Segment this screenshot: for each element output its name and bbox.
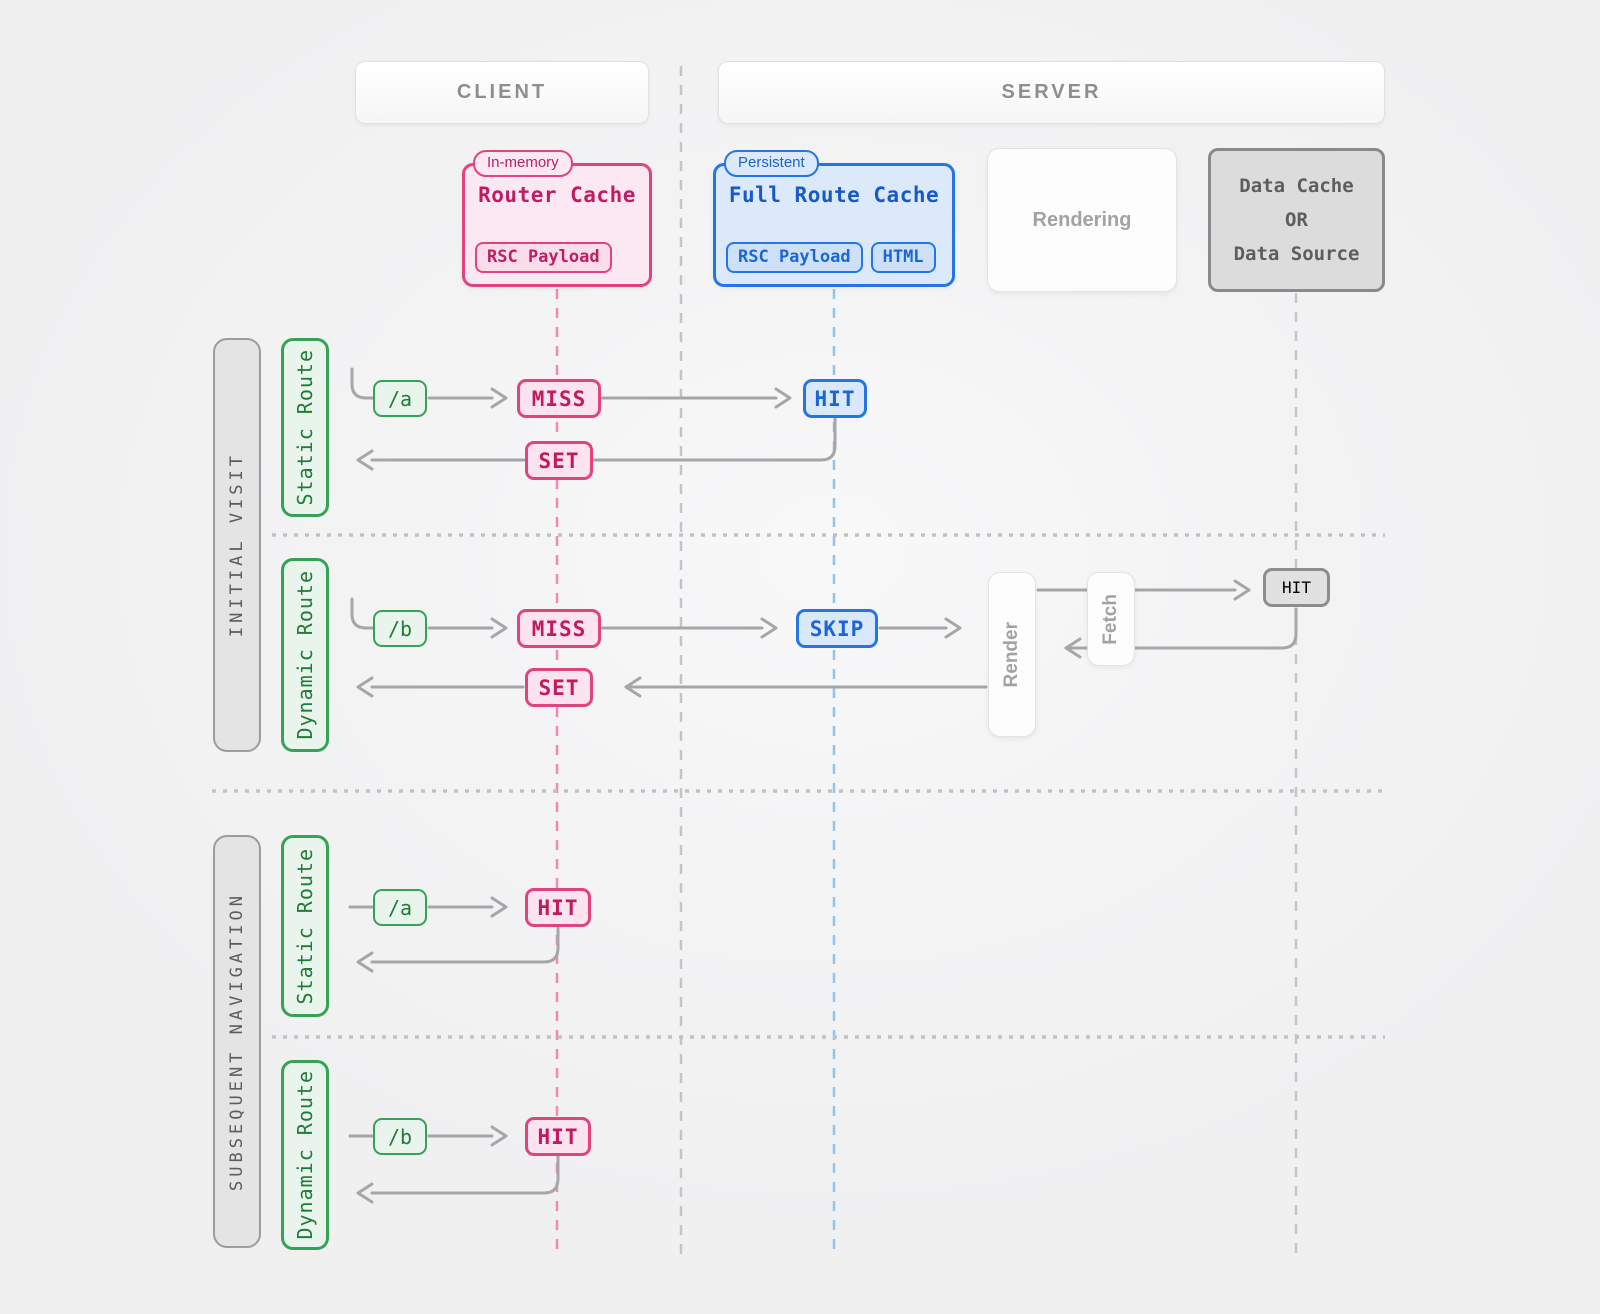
router-cache-hit-badge: HIT [525, 888, 591, 927]
miss-label: MISS [531, 616, 587, 641]
static-route-label: Static Route [293, 847, 317, 1005]
data-cache-line: OR [1285, 208, 1308, 231]
lane-initial-static-route: Static Route [281, 338, 329, 517]
dynamic-route-label: Dynamic Route [293, 570, 317, 740]
rendering-label: Rendering [1032, 208, 1132, 231]
route-b-badge: /b [373, 610, 427, 647]
data-cache-line: Data Source [1233, 243, 1360, 266]
rsc-payload-chip: RSC Payload [475, 242, 612, 273]
route-a-badge: /a [373, 889, 427, 926]
full-route-cache-skip-badge: SKIP [796, 609, 878, 648]
set-label: SET [538, 675, 580, 700]
route-b-label: /b [387, 1124, 413, 1149]
data-cache-hit-badge: HIT [1263, 568, 1330, 607]
hit-label: HIT [1282, 578, 1311, 597]
lane-initial-dynamic-route: Dynamic Route [281, 558, 329, 752]
router-cache-miss-badge: MISS [517, 609, 601, 648]
rsc-payload-chip: RSC Payload [726, 242, 863, 273]
static-route-label: Static Route [293, 349, 317, 506]
lane-subsequent-static-route: Static Route [281, 835, 329, 1017]
router-cache-set-badge: SET [525, 668, 593, 707]
data-cache-box: Data Cache OR Data Source [1208, 148, 1385, 292]
dynamic-route-label: Dynamic Route [293, 1070, 317, 1240]
lane-subsequent-dynamic-route: Dynamic Route [281, 1060, 329, 1250]
initial-visit-label: INITIAL VISIT [227, 452, 247, 638]
router-cache-hit-badge: HIT [525, 1117, 591, 1156]
hit-label: HIT [814, 386, 856, 411]
data-cache-line: Data Cache [1239, 174, 1354, 197]
fetch-box: Fetch [1087, 572, 1135, 666]
router-cache-title: Router Cache [478, 183, 636, 207]
subsequent-navigation-bar: SUBSEQUENT NAVIGATION [213, 835, 261, 1248]
initial-visit-bar: INITIAL VISIT [213, 338, 261, 752]
route-a-label: /a [387, 895, 413, 920]
skip-label: SKIP [809, 616, 865, 641]
router-cache-set-badge: SET [525, 441, 593, 480]
full-route-cache-box: Persistent Full Route Cache RSC Payload … [713, 150, 955, 287]
router-cache-miss-badge: MISS [517, 379, 601, 418]
route-a-label: /a [387, 386, 413, 411]
route-b-badge: /b [373, 1118, 427, 1155]
hit-label: HIT [537, 895, 579, 920]
set-label: SET [538, 448, 580, 473]
html-chip: HTML [870, 242, 936, 273]
miss-label: MISS [531, 386, 587, 411]
fetch-label: Fetch [1100, 593, 1121, 645]
in-memory-tag: In-memory [473, 150, 573, 177]
hit-label: HIT [537, 1124, 579, 1149]
rendering-box: Rendering [987, 148, 1177, 292]
client-header: CLIENT [355, 61, 649, 124]
subsequent-navigation-label: SUBSEQUENT NAVIGATION [227, 892, 247, 1191]
router-cache-box: In-memory Router Cache RSC Payload [462, 150, 652, 287]
persistent-tag: Persistent [724, 150, 819, 177]
server-header: SERVER [718, 61, 1385, 124]
full-route-cache-hit-badge: HIT [803, 379, 867, 418]
route-b-label: /b [387, 616, 413, 641]
full-route-cache-title: Full Route Cache [728, 183, 940, 207]
render-box: Render [988, 572, 1036, 737]
client-header-label: CLIENT [456, 81, 548, 103]
route-a-badge: /a [373, 380, 427, 417]
server-header-label: SERVER [1001, 81, 1102, 103]
render-label: Render [1001, 621, 1022, 688]
